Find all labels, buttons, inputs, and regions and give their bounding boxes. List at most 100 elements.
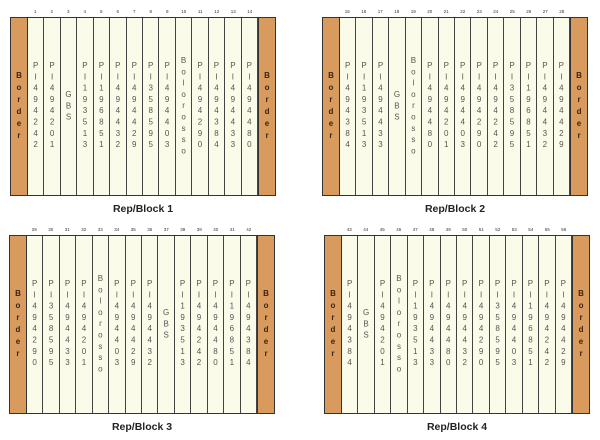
plot-number: 25 — [509, 9, 515, 14]
plot: Bolorosso — [175, 18, 193, 195]
plot-label: PI494433 — [63, 279, 73, 370]
border-label: Border — [576, 288, 586, 361]
plot-label: PI193513 — [410, 279, 420, 370]
plot-number: 49 — [445, 227, 451, 232]
plot-number: 30 — [48, 227, 54, 232]
plot-label: PI494242 — [194, 279, 204, 370]
plot-label: Bolorosso — [394, 273, 404, 376]
plot-number: 40 — [213, 227, 219, 232]
plot: PI494384 — [341, 236, 359, 413]
plot-label: PI196851 — [525, 279, 535, 370]
plot: PI358595 — [504, 18, 521, 195]
plot: PI494290 — [192, 18, 209, 195]
plot: PI494433 — [372, 18, 390, 195]
plot: PI494432 — [110, 18, 127, 195]
plot-label: PI494432 — [460, 279, 470, 370]
border-left: Border — [323, 18, 340, 195]
plot-label: Bolorosso — [95, 273, 105, 376]
plot-label: PI494290 — [195, 61, 205, 152]
plot: PI494403 — [109, 236, 126, 413]
plot: PI494429 — [125, 236, 142, 413]
plot-number: 47 — [412, 227, 418, 232]
plot-label: PI494433 — [376, 61, 386, 152]
plot-number: 12 — [214, 9, 220, 14]
plot-number: 32 — [81, 227, 87, 232]
plot-number: 45 — [379, 227, 385, 232]
plot-number: 29 — [31, 227, 37, 232]
plot-number: 17 — [377, 9, 383, 14]
plot: PI193513 — [356, 18, 373, 195]
plot-label: PI494201 — [47, 61, 57, 152]
border-label: Border — [261, 288, 271, 361]
plot-number: 41 — [229, 227, 235, 232]
plot-label: PI494432 — [540, 61, 550, 152]
plot-number: 39 — [196, 227, 202, 232]
plot-number: 9 — [165, 9, 169, 14]
plot: PI494480 — [241, 18, 259, 195]
plot: PI494384 — [339, 18, 357, 195]
plot-number: 5 — [99, 9, 103, 14]
plot-number: 3 — [66, 9, 70, 14]
plot: PI494384 — [208, 18, 226, 195]
plot-number: 55 — [544, 227, 550, 232]
plot-label: PI494480 — [425, 61, 435, 152]
plot-label: PI494384 — [343, 61, 353, 152]
plot-number: 21 — [443, 9, 449, 14]
border-right: Border — [570, 18, 587, 195]
plot: PI196851 — [224, 236, 241, 413]
border-right: Border — [258, 18, 275, 195]
plot: PI494290 — [471, 18, 488, 195]
plot-number: 6 — [116, 9, 119, 14]
plot-number: 51 — [478, 227, 484, 232]
plot-number: 38 — [180, 227, 186, 232]
plot-number: 14 — [247, 9, 253, 14]
plot: Bolorosso — [92, 236, 110, 413]
plot-label: GBS — [64, 89, 74, 124]
plot: PI494433 — [59, 236, 77, 413]
plot: PI494242 — [539, 236, 556, 413]
border-label: Border — [328, 288, 338, 361]
plot: PI196851 — [522, 236, 540, 413]
plot-label: PI494480 — [244, 61, 254, 152]
plot-label: PI494433 — [228, 61, 238, 152]
plot: PI196851 — [93, 18, 111, 195]
plot-number: 42 — [246, 227, 252, 232]
block-title: Rep/Block 4 — [426, 421, 488, 433]
plot: GBS — [60, 18, 78, 195]
plot-number: 1 — [33, 9, 37, 14]
plot-number: 2 — [50, 9, 53, 14]
plot-label: PI494480 — [210, 279, 220, 370]
plot: PI494480 — [422, 18, 439, 195]
plot: GBS — [389, 18, 406, 195]
border-right: Border — [257, 236, 274, 413]
plot-label: PI494384 — [211, 61, 221, 152]
plot-label: PI196851 — [523, 61, 533, 152]
plot: PI494429 — [555, 236, 573, 413]
plot-label: PI494403 — [112, 279, 122, 370]
plot-label: PI494403 — [509, 279, 519, 370]
plot-number: 10 — [181, 9, 187, 14]
plot-label: PI494432 — [145, 279, 155, 370]
plot-number: 27 — [542, 9, 548, 14]
plot-label: PI358595 — [46, 279, 56, 370]
plot: PI494242 — [487, 18, 505, 195]
plot: PI494429 — [553, 18, 571, 195]
plot-label: PI494429 — [129, 61, 139, 152]
border-label: Border — [326, 70, 336, 143]
border-label: Border — [14, 70, 24, 143]
plot-label: PI494403 — [162, 61, 172, 152]
plot: PI358595 — [143, 18, 160, 195]
plot-number: 22 — [460, 9, 466, 14]
plot: PI494429 — [126, 18, 143, 195]
plot-label: GBS — [392, 89, 402, 124]
plot-number: 43 — [346, 227, 352, 232]
border-left: Border — [325, 236, 342, 413]
plot: PI494290 — [473, 236, 490, 413]
